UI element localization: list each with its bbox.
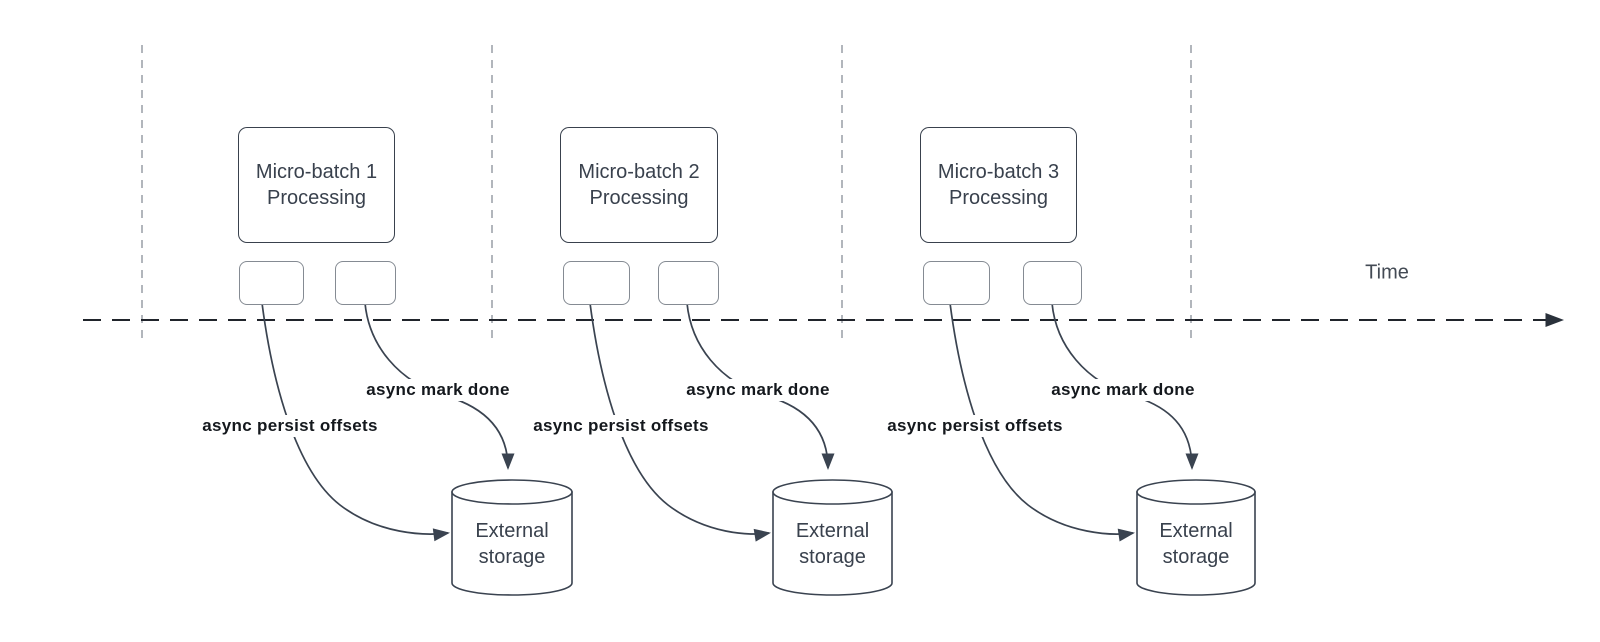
micro-batch-box-3: Micro-batch 3 Processing bbox=[920, 127, 1077, 243]
async-task-box-2-left bbox=[563, 261, 630, 305]
persist-offsets-label-3: async persist offsets bbox=[884, 415, 1066, 437]
mark-done-label-1: async mark done bbox=[363, 379, 513, 401]
persist-offsets-arrow-1 bbox=[261, 302, 450, 542]
external-storage-label-2: External storage bbox=[795, 520, 870, 568]
micro-batch-box-2-title-line1: Micro-batch 2 bbox=[578, 161, 700, 183]
async-task-box-1-left bbox=[239, 261, 304, 305]
external-storage-cylinder-3 bbox=[1136, 479, 1256, 596]
mark-done-label-2: async mark done bbox=[683, 379, 833, 401]
micro-batch-box-2-title-line2: Processing bbox=[589, 187, 689, 209]
external-storage-label-1: External storage bbox=[475, 520, 549, 568]
external-storage-cylinder-1 bbox=[451, 479, 573, 596]
micro-batch-box-1-title-line1: Micro-batch 1 bbox=[255, 161, 378, 183]
async-task-box-3-left bbox=[923, 261, 990, 305]
async-task-box-1-right bbox=[335, 261, 396, 305]
persist-offsets-label-2: async persist offsets bbox=[530, 415, 712, 437]
async-task-box-2-right bbox=[658, 261, 719, 305]
external-storage-label-3: External storage bbox=[1159, 520, 1233, 568]
mark-done-label-3: async mark done bbox=[1048, 379, 1198, 401]
micro-batch-box-3-title-line2: Processing bbox=[949, 187, 1048, 209]
micro-batch-box-2: Micro-batch 2 Processing bbox=[560, 127, 718, 243]
persist-offsets-arrow-3 bbox=[949, 302, 1135, 542]
micro-batch-box-1-title-line2: Processing bbox=[267, 187, 366, 209]
persist-offsets-arrow-2 bbox=[589, 302, 771, 542]
async-task-box-3-right bbox=[1023, 261, 1082, 305]
time-axis-label: Time bbox=[1365, 261, 1409, 284]
micro-batch-box-1: Micro-batch 1 Processing bbox=[238, 127, 395, 243]
persist-offsets-label-1: async persist offsets bbox=[199, 415, 381, 437]
external-storage-cylinder-2 bbox=[772, 479, 893, 596]
micro-batch-box-3-title-line1: Micro-batch 3 bbox=[937, 161, 1060, 183]
